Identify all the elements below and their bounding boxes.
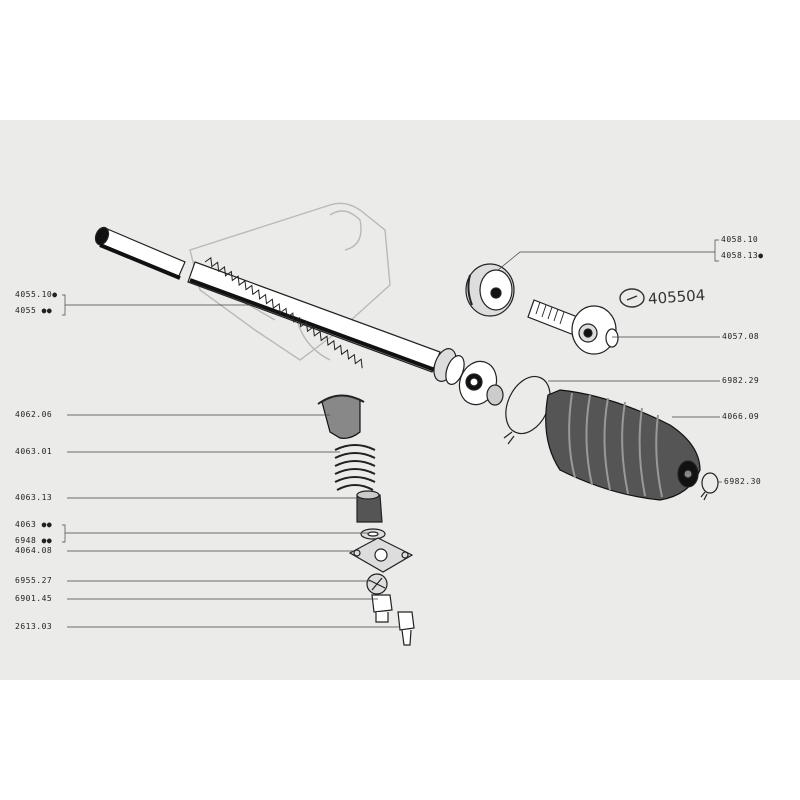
tie-rod-end xyxy=(527,299,619,355)
shim-washer xyxy=(360,528,386,540)
parts-diagram-sheet: 4055.10● 4055 ●● 4062.06 4063.01 4063.13… xyxy=(0,120,800,680)
circlip-small xyxy=(700,472,719,501)
cover-plate xyxy=(348,537,414,573)
rubber-bush xyxy=(465,263,515,317)
ball-joint-inner xyxy=(458,360,504,406)
leader-lines-left xyxy=(62,294,400,628)
plunger xyxy=(356,490,383,523)
rack-tube xyxy=(94,226,186,280)
lock-washer xyxy=(366,573,388,595)
spring xyxy=(334,444,376,491)
label-6982-29: 6982.29 xyxy=(722,376,760,385)
exploded-parts-drawing xyxy=(62,202,722,646)
label-4058-13: 4058.13● xyxy=(721,251,764,260)
thrust-pad xyxy=(317,394,365,439)
label-6901-45: 6901.45 xyxy=(15,594,53,603)
label-4063-01: 4063.01 xyxy=(15,447,53,456)
label-4062-06: 4062.06 xyxy=(15,410,53,419)
label-6955-27: 6955.27 xyxy=(15,576,53,585)
label-4058-10: 4058.10 xyxy=(721,235,759,244)
label-4066-09: 4066.09 xyxy=(722,412,760,421)
label-6982-30: 6982.30 xyxy=(724,477,762,486)
label-4057-08: 4057.08 xyxy=(722,332,760,341)
label-4063-13: 4063.13 xyxy=(15,493,53,502)
label-4063: 4063 ●● xyxy=(15,520,53,529)
grease-nipple xyxy=(397,611,415,646)
label-2613-03: 2613.03 xyxy=(15,622,53,631)
label-4055: 4055 ●● xyxy=(15,306,53,315)
label-4055-10: 4055.10● xyxy=(15,290,58,299)
handwritten-mark xyxy=(619,288,645,308)
label-6948: 6948 ●● xyxy=(15,536,53,545)
leader-lines-right xyxy=(497,239,722,483)
rubber-gaiter xyxy=(545,389,701,501)
label-4064-08: 4064.08 xyxy=(15,546,53,555)
steering-rack xyxy=(187,256,465,385)
